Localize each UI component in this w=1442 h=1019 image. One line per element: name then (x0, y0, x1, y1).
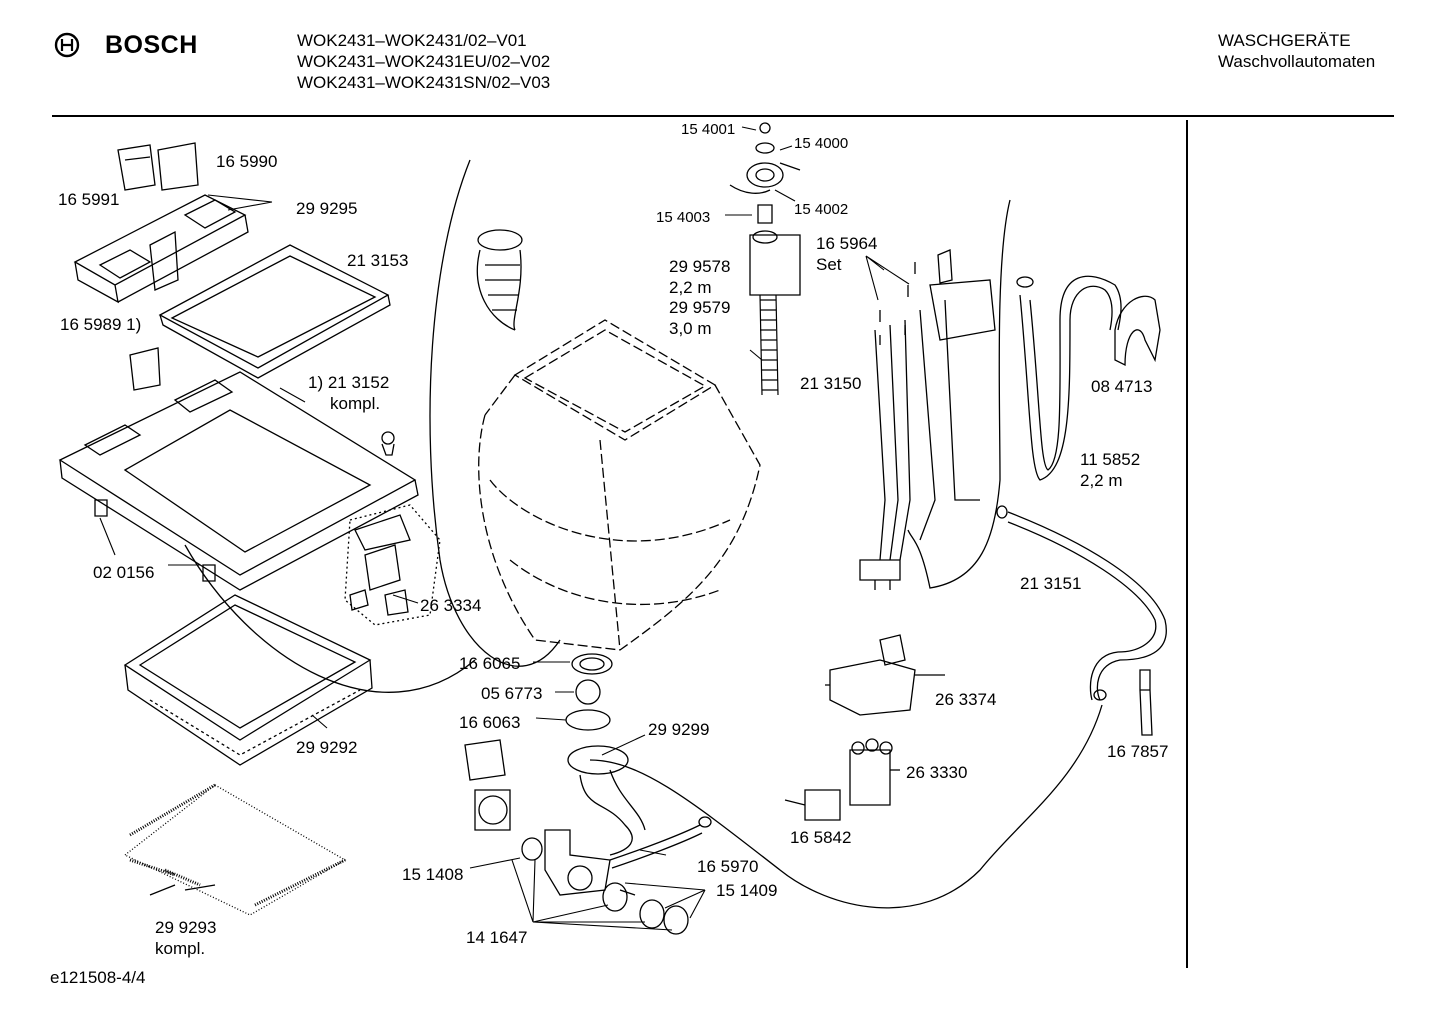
drain-hose-outline (429, 159, 561, 667)
part-label: 26 3330 (906, 763, 968, 782)
right-margin-divider (1186, 120, 1188, 968)
part-label: 15 4002 (794, 201, 849, 218)
part-label: 16 5989 1) (60, 315, 142, 334)
clip-part (1139, 669, 1153, 736)
drain-hose-part (1016, 275, 1122, 481)
part-label: 2,2 m (1080, 471, 1123, 490)
capacitor-part (784, 789, 841, 821)
category-title: WASCHGERÄTE (1218, 31, 1351, 50)
part-label: 15 1408 (402, 865, 464, 884)
brand-name: BOSCH (105, 31, 198, 59)
drain-pump-part (544, 816, 712, 896)
detergent-flap-part (117, 142, 199, 191)
tub-part (478, 319, 761, 651)
part-label: 16 5991 (58, 190, 120, 209)
model-line: WOK2431–WOK2431SN/02–V03 (297, 73, 551, 92)
hose-bracket-part (1114, 295, 1161, 367)
part-label: 08 4713 (1091, 377, 1153, 396)
bellows-part (476, 229, 523, 331)
detergent-drawer-part (73, 194, 249, 304)
drain-loop-line (907, 199, 1011, 589)
part-label: 16 5964 (816, 234, 878, 253)
part-label: 1) 21 3152 (308, 373, 390, 392)
model-list: WOK2431–WOK2431/02–V01 WOK2431–WOK2431EU… (297, 30, 550, 93)
part-label: 29 9293 (155, 918, 217, 937)
pressure-chamber-part (729, 122, 801, 396)
door-lock-part (344, 504, 441, 626)
valve-part (825, 634, 945, 716)
part-label: 16 5842 (790, 828, 852, 847)
part-label: 2,2 m (669, 278, 712, 297)
part-label: 26 3374 (935, 690, 997, 709)
part-label: 21 3150 (800, 374, 862, 393)
category: WASCHGERÄTE Waschvollautomaten (1218, 30, 1375, 72)
part-label: 29 9579 (669, 298, 731, 317)
top-frame-part (58, 347, 419, 591)
model-line: WOK2431–WOK2431/02–V01 (297, 31, 527, 50)
gasket-part (521, 837, 543, 861)
header-divider (52, 115, 1394, 117)
part-label: kompl. (155, 939, 206, 958)
model-line: WOK2431–WOK2431EU/02–V02 (297, 52, 551, 71)
part-label: 15 4001 (681, 121, 736, 138)
filter-part (602, 882, 689, 935)
part-label: 16 5970 (697, 857, 759, 876)
part-label: 21 3153 (347, 251, 409, 270)
part-label: 15 1409 (716, 881, 778, 900)
bosch-logo-icon (54, 32, 80, 58)
leader-lines (99, 126, 910, 931)
part-label: 29 9292 (296, 738, 358, 757)
part-label: 16 5990 (216, 152, 278, 171)
inlet-valve-part (849, 738, 900, 806)
part-label: 15 4003 (656, 209, 711, 226)
category-subtitle: Waschvollautomaten (1218, 52, 1376, 71)
drawer-housing-part (158, 244, 391, 379)
part-label: 21 3151 (1020, 574, 1082, 593)
part-label: 05 6773 (481, 684, 543, 703)
part-label: 16 6065 (459, 654, 521, 673)
part-label: 29 9295 (296, 199, 358, 218)
part-label: Set (816, 255, 842, 274)
part-label: 3,0 m (669, 319, 712, 338)
part-label: 16 6063 (459, 713, 521, 732)
part-label: 14 1647 (466, 928, 528, 947)
pump-hose-part (567, 745, 646, 856)
part-label: 15 4000 (794, 135, 849, 152)
part-label: 29 9299 (648, 720, 710, 739)
part-label: kompl. (330, 394, 381, 413)
lid-frame-part (123, 594, 373, 766)
part-label: 11 5852 (1080, 450, 1141, 469)
lid-cable-line (184, 544, 476, 693)
part-label: 26 3334 (420, 596, 482, 615)
lid-spring-set-part (123, 783, 347, 916)
long-hose-line (589, 704, 1103, 909)
inlet-hose-part (996, 505, 1167, 701)
hose-assembly-part (859, 249, 996, 590)
part-label: 29 9578 (669, 257, 731, 276)
pump-motor-part (464, 739, 511, 831)
part-label: 02 0156 (93, 563, 155, 582)
part-label: 16 7857 (1107, 742, 1169, 761)
document-id: e121508-4/4 (50, 968, 146, 987)
